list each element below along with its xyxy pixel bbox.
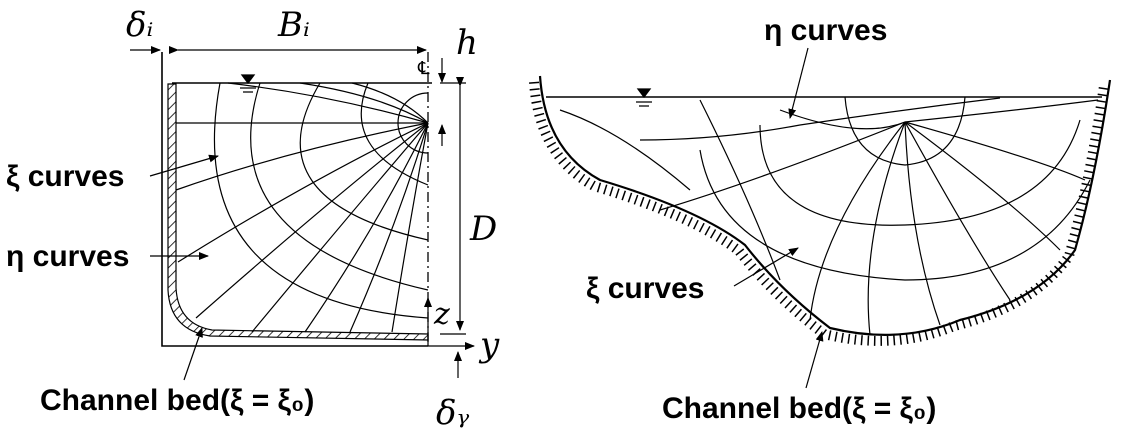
left-wall-outline — [161, 52, 428, 347]
right-channel-bed-leader — [805, 331, 824, 389]
right-eta-curves-leader — [788, 47, 809, 119]
left-eta-curves-label: η curves — [6, 240, 129, 273]
right-channel-bed-label: Channel bed(ξ = ξ₀) — [662, 392, 936, 425]
y-symbol: y — [478, 325, 500, 365]
left-eta-curves — [175, 82, 429, 333]
b-i-symbol: Bᵢ — [277, 5, 310, 45]
left-xi-curves-leader — [149, 154, 219, 177]
left-panel: ℄ — [6, 5, 500, 433]
delta-y-symbol: δᵧ — [436, 393, 469, 433]
left-xi-curves-label: ξ curves — [6, 160, 124, 193]
right-xi-curves — [639, 96, 1091, 281]
right-xi-curves-leader — [733, 247, 799, 287]
right-panel: η curves ξ curves Channel bed(ξ = ξ₀) — [529, 14, 1112, 425]
z-symbol: z — [433, 297, 450, 332]
delta-i-symbol: δᵢ — [126, 5, 153, 45]
left-xi-curves — [213, 82, 429, 319]
right-water-level-symbol — [636, 88, 652, 107]
left-water-level-symbol — [240, 74, 256, 93]
d-symbol: D — [469, 209, 497, 249]
left-channel-bed-label: Channel bed(ξ = ξ₀) — [40, 384, 314, 417]
centerline-symbol: ℄ — [417, 58, 430, 79]
right-eta-curves-label: η curves — [764, 14, 887, 47]
left-channel-bed-leader — [183, 327, 203, 381]
h-symbol: h — [456, 23, 478, 63]
right-xi-curves-label: ξ curves — [586, 272, 704, 305]
